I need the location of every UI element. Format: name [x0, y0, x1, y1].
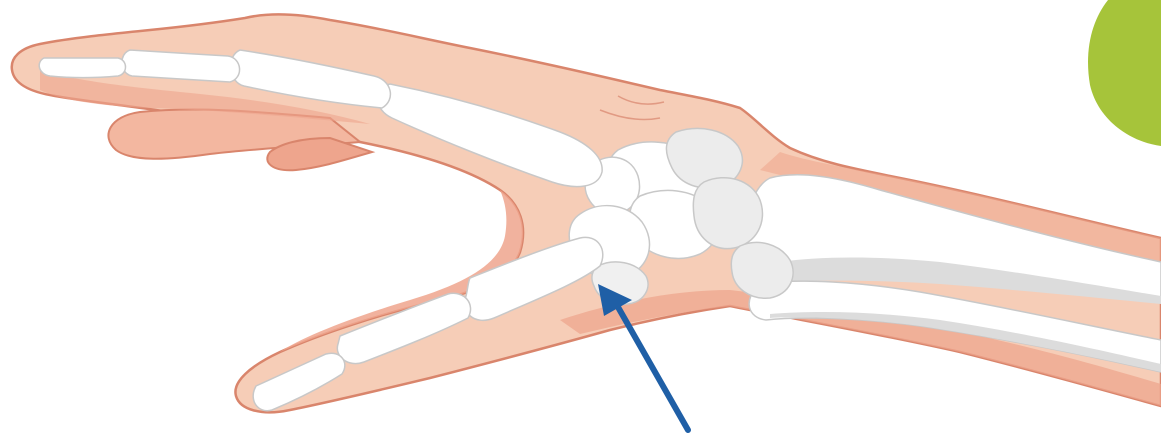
- green-circle-icon: [1088, 0, 1161, 146]
- bone-index-distal: [39, 58, 125, 78]
- carpal-5: [693, 178, 762, 249]
